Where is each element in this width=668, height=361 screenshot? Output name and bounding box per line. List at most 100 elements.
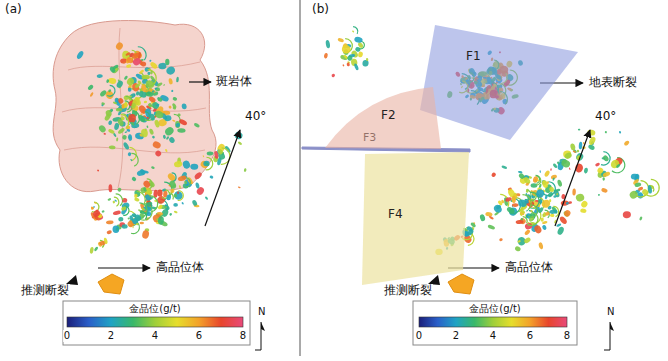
grade-shell (650, 185, 655, 192)
grade-shell (169, 192, 174, 200)
grade-blob (346, 62, 350, 66)
leader-arrow (98, 267, 150, 268)
grade-blob (125, 52, 131, 57)
grade-blob (563, 209, 572, 218)
grade-blob (139, 168, 145, 175)
grade-shell (107, 85, 116, 97)
grade-blob (168, 184, 171, 187)
grade-blob (163, 84, 165, 86)
grade-blob (352, 30, 355, 33)
grade-shell (531, 192, 537, 201)
grade-blob (518, 171, 523, 174)
label: 40° (594, 110, 617, 124)
grade-blob (112, 225, 119, 233)
grade-blob (203, 161, 210, 167)
grade-blob (145, 80, 154, 88)
grade-blob (331, 73, 335, 77)
grade-blob (149, 61, 158, 70)
grade-blob (134, 189, 142, 197)
grade-blob (501, 199, 505, 203)
grade-blob (169, 213, 173, 217)
grade-blob (237, 141, 242, 146)
grade-blob (163, 135, 167, 140)
north-arrow-head (261, 322, 265, 331)
grade-shell (528, 204, 538, 217)
grade-blob (204, 162, 210, 166)
grade-blob (501, 165, 507, 170)
grade-blob (106, 220, 114, 225)
grade-blob (609, 158, 621, 170)
grade-blob (97, 74, 103, 78)
grade-blob (485, 212, 493, 217)
grade-blob (193, 171, 202, 180)
grade-blob (506, 206, 516, 215)
grade-blob (148, 96, 157, 104)
grade-blob (519, 213, 522, 216)
grade-blob (141, 230, 149, 240)
grade-blob (115, 80, 124, 89)
grade-blob (505, 196, 513, 202)
grade-blob (588, 136, 597, 146)
grade-blob (117, 97, 124, 104)
grade-blob (116, 108, 123, 112)
colorbar-frame (63, 301, 250, 345)
grade-blob (552, 177, 555, 181)
grade-blob (325, 40, 330, 49)
grade-blob (340, 54, 349, 61)
grade-blob (152, 135, 156, 138)
grade-shell (172, 172, 177, 182)
grade-blob (619, 131, 622, 134)
plane-fill (325, 87, 441, 149)
grade-blob (166, 194, 171, 200)
grade-blob (131, 103, 136, 109)
grade-blob (99, 89, 107, 97)
grade-blob (495, 204, 501, 210)
grade-blob (145, 91, 153, 97)
grade-blob (525, 183, 529, 186)
grade-blob (165, 149, 168, 153)
colorbar (419, 317, 567, 327)
grade-blob (108, 120, 113, 125)
grade-blob (92, 209, 102, 219)
grade-blob (549, 186, 555, 192)
grade-blob (342, 45, 351, 54)
label: 地表断裂 (588, 76, 638, 90)
grade-blob (560, 158, 571, 168)
grade-blob (141, 128, 148, 137)
grade-blob (323, 53, 328, 59)
grade-blob (630, 173, 639, 180)
grade-blob (195, 182, 200, 189)
grade-blob (155, 88, 158, 90)
grade-blob (628, 189, 639, 200)
grade-blob (615, 163, 621, 168)
grade-blob (109, 66, 116, 74)
grade-blob (152, 140, 162, 149)
grade-blob (165, 65, 176, 76)
grade-blob (117, 187, 121, 192)
fault-plane-f2: F2 (325, 85, 443, 153)
grade-blob (181, 202, 184, 205)
grade-blob (123, 142, 130, 151)
grade-blob (113, 210, 122, 216)
grade-blob (134, 93, 136, 96)
grade-blob (106, 79, 110, 83)
grade-blob (535, 188, 545, 198)
north-arrow-foot (604, 350, 610, 351)
grade-blob (103, 237, 108, 244)
grade-blob (108, 89, 112, 93)
grade-blob (128, 134, 133, 141)
grade-shell (523, 194, 532, 210)
grade-blob (87, 84, 94, 91)
label: (a) (4, 3, 23, 17)
grade-blob (168, 105, 172, 109)
grade-blob (358, 51, 364, 58)
grade-blob (171, 103, 177, 109)
grade-blob (224, 145, 231, 153)
grade-blob (115, 68, 117, 71)
leader-arrow (555, 130, 590, 226)
grade-blob (564, 151, 573, 160)
plane-label: F4 (388, 208, 403, 222)
grade-blob (470, 222, 477, 228)
grade-shell (646, 179, 659, 197)
grade-shell (536, 175, 541, 184)
